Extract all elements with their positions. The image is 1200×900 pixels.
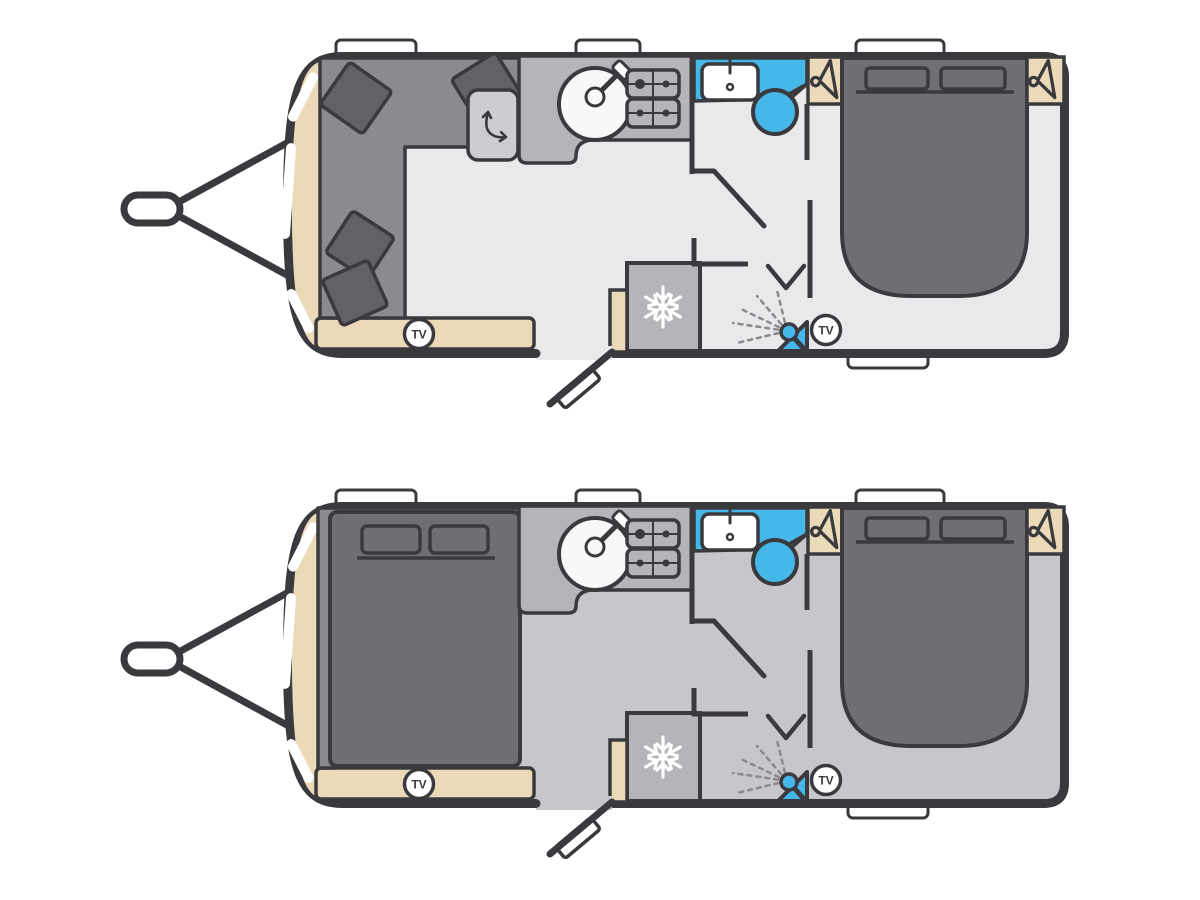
entrance [532, 346, 613, 409]
tv-label: TV [818, 774, 833, 788]
tv-label: TV [818, 324, 833, 338]
tv-label: TV [411, 778, 426, 792]
floorplan-day-layout: TV TV [0, 0, 1200, 450]
tv-point-lounge: TV [402, 767, 436, 801]
front-double-bed [316, 506, 522, 770]
tv-point-lounge: TV [402, 317, 436, 351]
entrance [532, 796, 613, 859]
tv-label: TV [411, 328, 426, 342]
tv-point-bedroom: TV [809, 763, 843, 797]
tv-point-bedroom: TV [809, 313, 843, 347]
floorplan-night-layout: TV TV [0, 450, 1200, 900]
